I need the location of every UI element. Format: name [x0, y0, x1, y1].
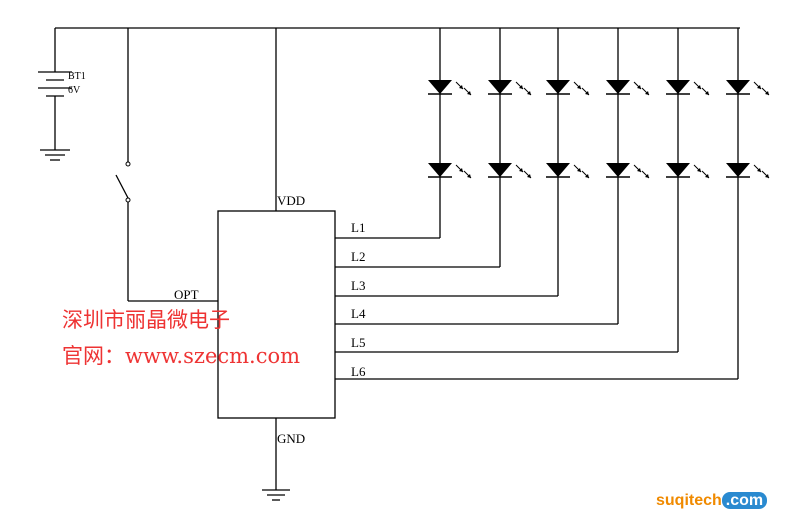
led-2-lower-ray-head-0	[519, 168, 523, 172]
led-2-upper-ray-head-1	[527, 91, 531, 95]
site-brand-logo: suqitech.com	[656, 492, 768, 510]
led-4-upper-ray-head-0	[637, 85, 641, 89]
switch-symbol	[115, 28, 218, 302]
output-pin-l6: L6	[351, 364, 366, 379]
led-array	[335, 28, 770, 380]
led-3-upper-ray-head-1	[585, 91, 589, 95]
led-5-upper-ray-head-0	[697, 85, 701, 89]
led-1-upper-body	[428, 80, 452, 94]
led-4-upper-ray-head-1	[645, 91, 649, 95]
led-1-lower-ray-head-1	[467, 174, 471, 178]
led-4-lower-body	[606, 163, 630, 177]
battery-voltage-label: 6V	[68, 85, 81, 96]
ground-symbol	[262, 418, 290, 501]
led-3-lower-ray-head-1	[585, 174, 589, 178]
led-6-lower-ray-head-1	[765, 174, 769, 178]
led-6-upper-ray-head-0	[757, 85, 761, 89]
led-6-lower-body	[726, 163, 750, 177]
led-2-lower-body	[488, 163, 512, 177]
led-3-lower-ray-head-0	[577, 168, 581, 172]
led-4-lower-ray-head-1	[645, 174, 649, 178]
watermark-website: 官网：www.szecm.com	[62, 344, 301, 368]
led-6-upper-body	[726, 80, 750, 94]
led-1-upper-ray-head-1	[467, 91, 471, 95]
led-4-upper-body	[606, 80, 630, 94]
led-5-lower-ray-head-0	[697, 168, 701, 172]
led-2-upper-ray-head-0	[519, 85, 523, 89]
output-pin-l4: L4	[351, 306, 366, 321]
led-2-lower-ray-head-1	[527, 174, 531, 178]
led-3-lower-body	[546, 163, 570, 177]
led-2-upper-body	[488, 80, 512, 94]
led-6-upper-ray-head-1	[765, 91, 769, 95]
opt-pin-label: OPT	[174, 287, 199, 302]
vdd-pin-label: VDD	[277, 193, 305, 208]
led-1-lower-body	[428, 163, 452, 177]
led-5-lower-ray-head-1	[705, 174, 709, 178]
ic-chip	[217, 210, 336, 419]
led-5-upper-ray-head-1	[705, 91, 709, 95]
led-1-lower-ray-head-0	[459, 168, 463, 172]
output-pin-l5: L5	[351, 335, 365, 350]
gnd-pin-label: GND	[277, 431, 305, 446]
output-pin-l1: L1	[351, 220, 365, 235]
output-pin-l3: L3	[351, 278, 365, 293]
led-4-lower-ray-head-0	[637, 168, 641, 172]
led-6-lower-ray-head-0	[757, 168, 761, 172]
battery-symbol	[38, 28, 72, 161]
led-3-upper-body	[546, 80, 570, 94]
output-pin-l2: L2	[351, 249, 365, 264]
led-5-upper-body	[666, 80, 690, 94]
led-1-upper-ray-head-0	[459, 85, 463, 89]
site-brand-suffix: .com	[721, 492, 768, 509]
watermark-company: 深圳市丽晶微电子	[62, 308, 230, 332]
site-brand-name: suqitech	[656, 492, 722, 509]
led-3-upper-ray-head-0	[577, 85, 581, 89]
battery-name-label: BT1	[68, 71, 86, 82]
led-5-lower-body	[666, 163, 690, 177]
